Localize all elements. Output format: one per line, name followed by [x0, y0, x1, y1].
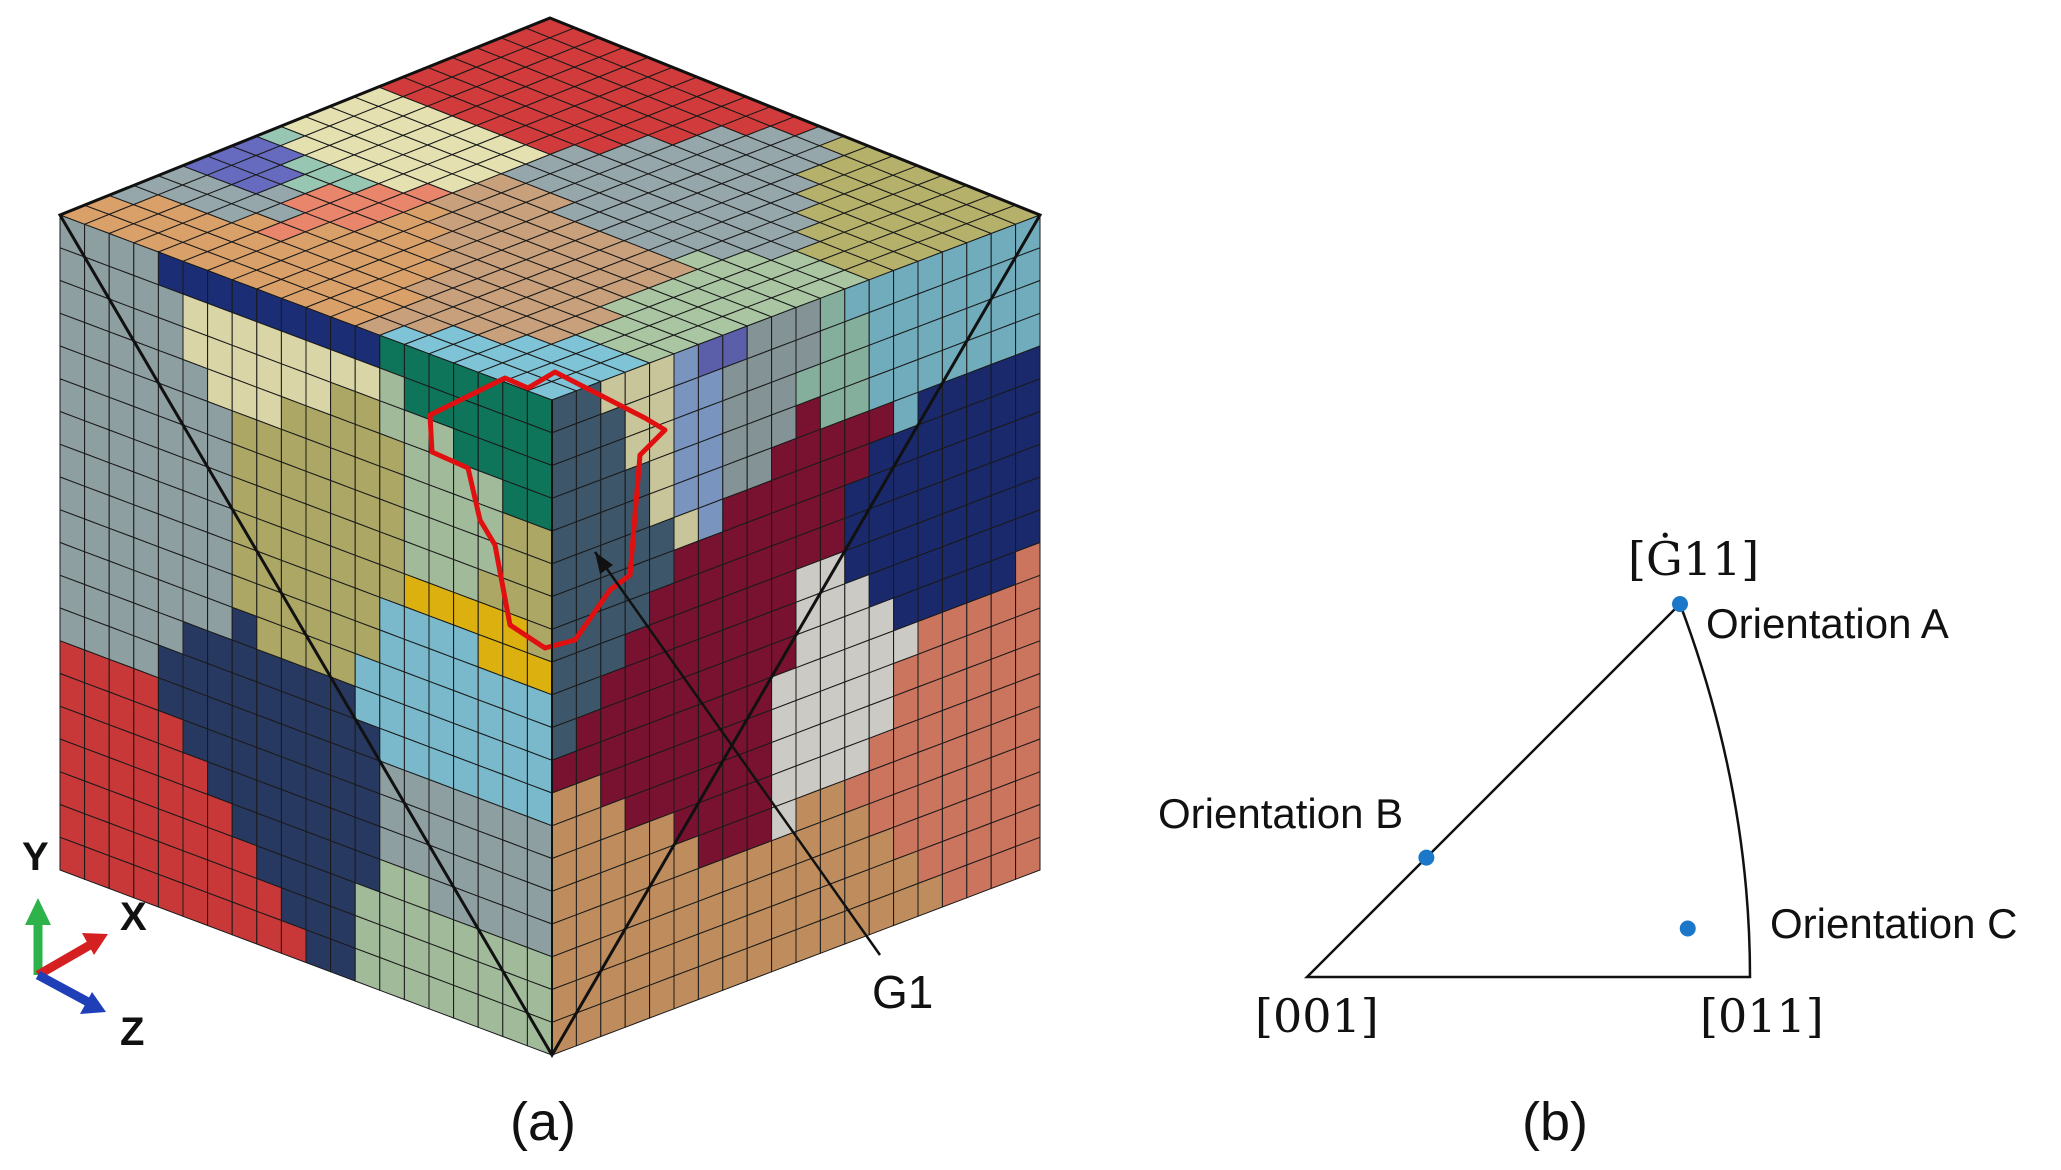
axis-triad: Y X Z — [22, 835, 147, 1054]
g1-arrowhead — [595, 552, 613, 574]
orientation-c-label: Orientation C — [1770, 900, 2017, 947]
caption-a: (a) — [510, 1092, 576, 1152]
vertex-label-001: [001] — [1255, 989, 1379, 1043]
ipf-triangle-outline — [1303, 601, 1752, 979]
axis-x-label: X — [120, 895, 147, 939]
axis-x-arrow — [35, 941, 93, 979]
g1-leader-line — [593, 551, 882, 956]
grain-g1-outline — [427, 369, 668, 651]
caption-b: (b) — [1522, 1092, 1588, 1152]
voxel — [1015, 836, 1041, 881]
axis-y-label: Y — [22, 835, 49, 879]
orientation-b-label: Orientation B — [1158, 790, 1403, 837]
ipf-triangle — [1303, 601, 1752, 979]
orientation-c-point — [1679, 920, 1696, 937]
orientation-b-point — [1418, 849, 1435, 866]
voxel-cube — [57, 16, 1043, 1058]
axis-x-arrowhead — [82, 933, 108, 955]
vertex-label-011: [011] — [1700, 989, 1824, 1043]
cube-left-face — [59, 214, 553, 1056]
axis-z-arrow — [35, 971, 91, 1006]
axis-z-label: Z — [120, 1010, 144, 1054]
axis-y-arrowhead — [25, 898, 51, 925]
axis-z-arrowhead — [80, 992, 106, 1014]
cube-right-face — [551, 214, 1041, 1056]
vertex-label-111: [Ġ11] — [1628, 531, 1759, 586]
orientation-a-label: Orientation A — [1706, 600, 1949, 647]
orientation-a-point — [1672, 596, 1688, 612]
g1-label: G1 — [872, 966, 933, 1018]
